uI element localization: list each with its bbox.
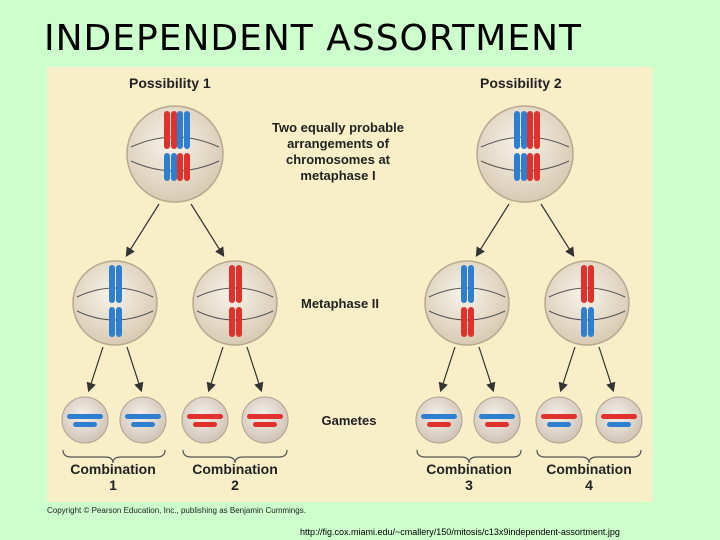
gamete-2 [119,396,167,444]
possibility-2-label: Possibility 2 [480,75,562,91]
possibility-1-label: Possibility 1 [129,75,211,91]
gamete-5 [415,396,463,444]
metaphase-ii-label: Metaphase II [301,296,379,311]
cell-metaphase-i-possibility-1 [126,105,224,203]
diagram-panel: Possibility 1 Possibility 2 Two equally … [47,67,653,502]
gamete-3 [181,396,229,444]
cell-metaphase-ii-1 [72,260,158,346]
cell-metaphase-ii-2 [192,260,278,346]
arrows-meiosis-i [125,203,575,258]
combination-4-number: 4 [585,477,593,493]
cell-metaphase-i-possibility-2 [476,105,574,203]
gametes-row [61,396,643,444]
center-label-line-4: metaphase I [300,168,375,183]
arrows-meiosis-ii [86,346,616,393]
cell-metaphase-ii-3 [424,260,510,346]
independent-assortment-diagram: Possibility 1 Possibility 2 Two equally … [61,75,643,493]
combination-2-word: Combination [192,461,278,477]
combination-3-word: Combination [426,461,512,477]
combination-1-number: 1 [109,477,117,493]
source-url: http://fig.cox.miami.edu/~cmallery/150/m… [300,527,620,537]
center-label-line-3: chromosomes at [286,152,391,167]
combination-braces [62,449,642,464]
combination-2-number: 2 [231,477,239,493]
page-title: INDEPENDENT ASSORTMENT [44,18,583,59]
copyright-notice: Copyright © Pearson Education, Inc., pub… [47,506,306,515]
gamete-6 [473,396,521,444]
cell-metaphase-ii-4 [544,260,630,346]
center-label-line-2: arrangements of [287,136,390,151]
gamete-7 [535,396,583,444]
center-label-line-1: Two equally probable [272,120,404,135]
combination-3-number: 3 [465,477,473,493]
gamete-4 [241,396,289,444]
gametes-label: Gametes [322,413,377,428]
combination-1-word: Combination [70,461,156,477]
gamete-8 [595,396,643,444]
gamete-1 [61,396,109,444]
combination-4-word: Combination [546,461,632,477]
